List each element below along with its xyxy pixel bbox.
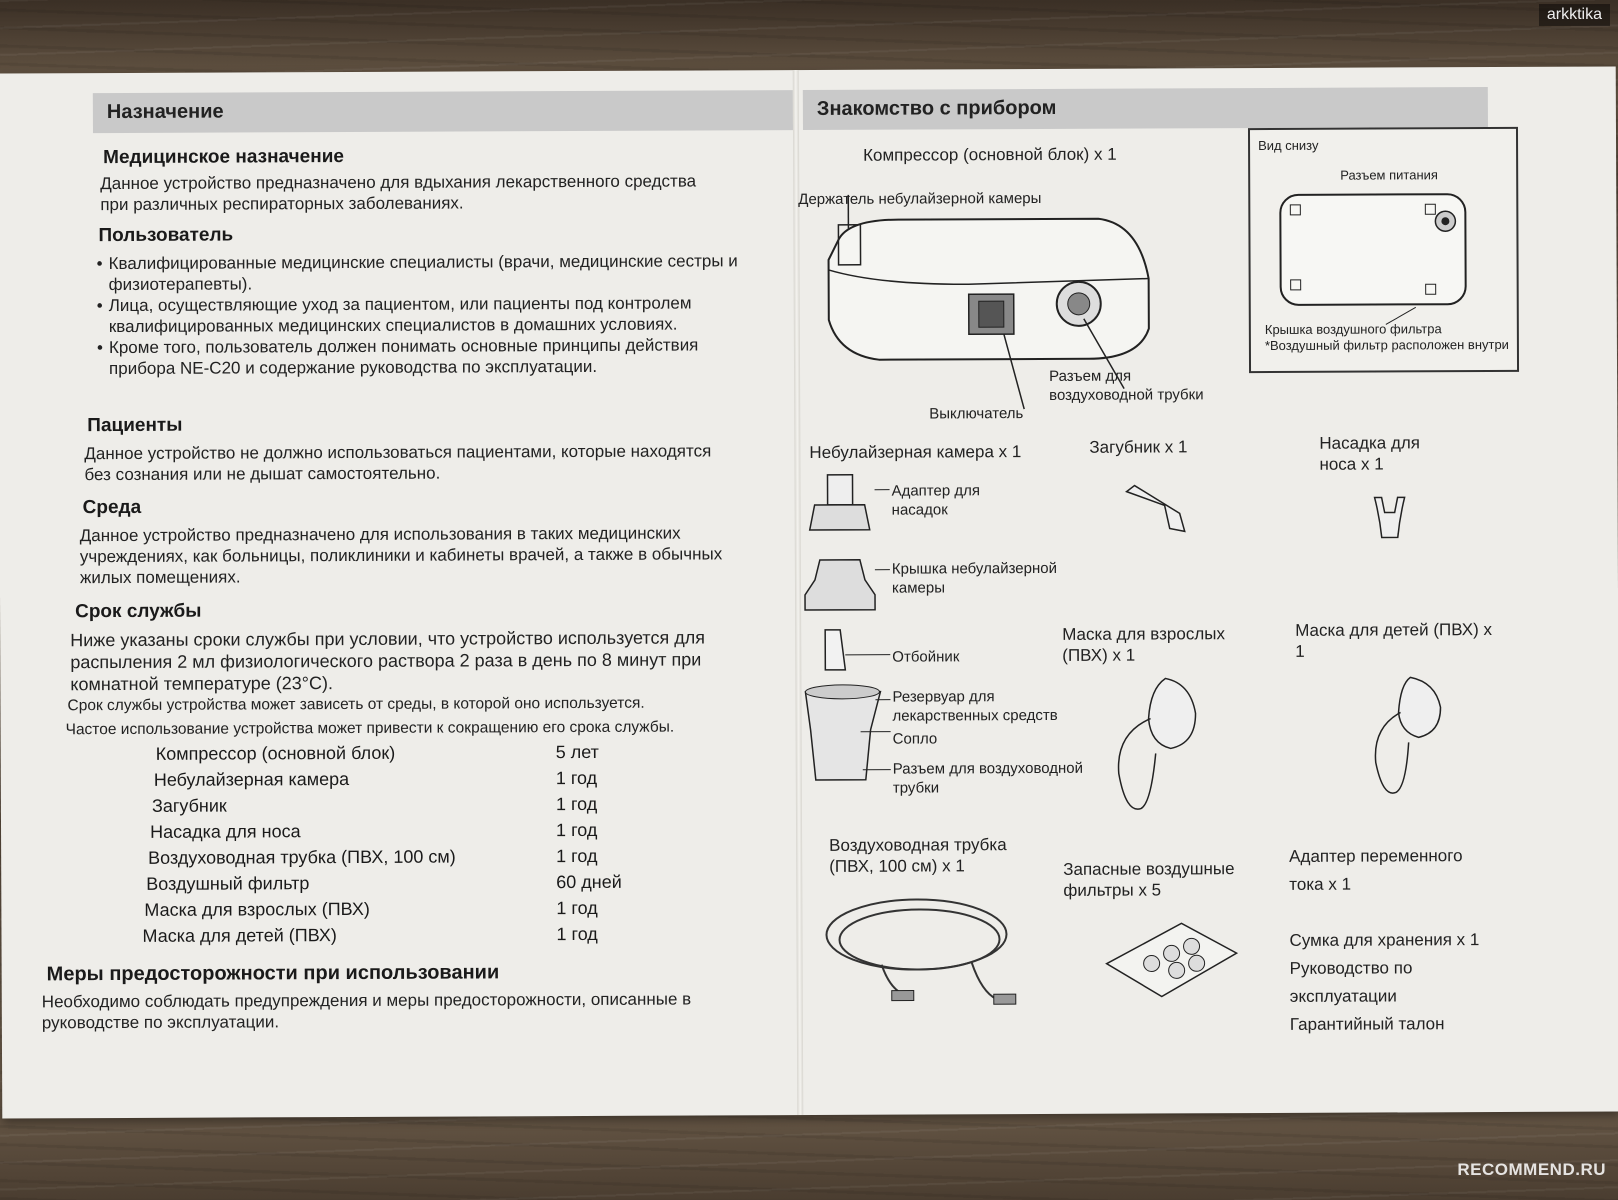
spare-filters-illustration — [1105, 922, 1239, 998]
filter-note: *Воздушный фильтр расположен внутри — [1264, 336, 1509, 354]
accessory-item: Гарантийный талон — [1289, 1014, 1445, 1034]
service-life-period: 1 год — [555, 767, 598, 788]
spare-filters-label: Запасные воздушные фильтры x 5 — [1063, 859, 1235, 900]
service-life-row: Воздуховодная трубка (ПВХ, 100 см) 1 год — [136, 843, 622, 871]
nebulizer-title: Небулайзерная камера x 1 — [809, 442, 1022, 462]
nose-piece-label: Насадка для носа x 1 — [1319, 433, 1421, 474]
holder-label: Держатель небулайзерной камеры — [798, 189, 1042, 209]
service-life-period: 1 год — [555, 793, 598, 814]
nose-piece-illustration — [1373, 496, 1406, 539]
filter-cover-label: Крышка воздушного фильтра — [1264, 321, 1442, 338]
service-life-item: Маска для детей (ПВХ) — [142, 924, 337, 946]
user-title: Пользователь — [98, 224, 234, 247]
switch-label: Выключатель — [929, 405, 1024, 423]
tube-port-label: Разъем для воздуховодной трубки — [892, 759, 1084, 797]
precautions-text: Необходимо соблюдать предупреждения и ме… — [41, 989, 692, 1033]
service-life-period: 60 дней — [556, 871, 622, 892]
service-life-item: Воздуховодная трубка (ПВХ, 100 см) — [148, 846, 456, 868]
patients-text: Данное устройство не должно использовать… — [84, 441, 712, 485]
service-life-item: Компрессор (основной блок) — [155, 742, 396, 764]
service-life-row: Загубник 1 год — [136, 791, 622, 819]
adult-mask-label: Маска для взрослых (ПВХ) x 1 — [1062, 624, 1225, 665]
nebulizer-parts-illustration — [804, 474, 891, 781]
service-life-period: 5 лет — [555, 741, 599, 762]
power-connector-label: Разъем питания — [1340, 167, 1438, 183]
service-life-period: 1 год — [556, 923, 598, 944]
child-mask-label: Маска для детей (ПВХ) x 1 — [1295, 620, 1493, 661]
accessories-list: Адаптер переменного тока x 1 Сумка для х… — [1289, 842, 1480, 1039]
child-mask-illustration — [1374, 676, 1442, 794]
service-life-period: 1 год — [556, 897, 598, 918]
user-bullet: Кроме того, пользователь должен понимать… — [97, 334, 762, 379]
chamber-cover-label: Крышка небулайзерной камеры — [891, 559, 1057, 597]
bottom-view-title: Вид снизу — [1258, 137, 1319, 154]
service-life-row: Маска для взрослых (ПВХ) 1 год — [136, 895, 622, 923]
accessory-item: Адаптер переменного тока x 1 — [1289, 846, 1463, 894]
service-life-item: Насадка для носа — [149, 820, 301, 842]
air-tube-illustration — [825, 898, 1017, 1005]
watermark-bottom: RECOMMEND.RU — [1457, 1160, 1606, 1179]
medical-text: Данное устройство предназначено для вдых… — [100, 171, 697, 215]
service-life-row: Воздушный фильтр 60 дней — [136, 869, 622, 897]
compressor-label: Компрессор (основной блок) x 1 — [863, 144, 1117, 165]
service-life-item: Маска для взрослых (ПВХ) — [144, 898, 370, 920]
accessory-item: Сумка для хранения x 1 — [1289, 930, 1480, 950]
environment-title: Среда — [82, 496, 142, 519]
accessory-item: Руководство по эксплуатации — [1289, 958, 1413, 1006]
service-life-row: Небулайзерная камера 1 год — [136, 765, 622, 793]
section-header-purpose: Назначение — [92, 90, 793, 134]
adult-mask-illustration — [1117, 677, 1197, 810]
medical-title: Медицинское назначение — [103, 146, 344, 169]
service-life-title: Срок службы — [75, 600, 202, 623]
adapter-label: Адаптер для насадок — [891, 482, 981, 519]
right-page: Знакомство с прибором Компрессор (основн… — [798, 67, 1583, 1115]
precautions-title: Меры предосторожности при использовании — [46, 961, 500, 986]
patients-title: Пациенты — [87, 414, 183, 437]
user-bullets: Квалифицированные медицинские специалист… — [97, 250, 763, 379]
nozzle-label: Сопло — [892, 730, 938, 748]
user-bullet: Квалифицированные медицинские специалист… — [97, 250, 762, 295]
baffle-label: Отбойник — [892, 648, 960, 666]
service-life-row: Компрессор (основной блок) 5 лет — [136, 739, 622, 767]
service-life-item: Воздушный фильтр — [146, 872, 310, 894]
air-tube-label: Воздуховодная трубка (ПВХ, 100 см) x 1 — [829, 835, 1007, 876]
service-life-period: 1 год — [556, 845, 598, 866]
bottom-view-illustration — [1279, 193, 1467, 325]
reservoir-label: Резервуар для лекарственных средств — [892, 688, 1058, 725]
left-page: Назначение Медицинское назначение Данное… — [42, 70, 798, 1118]
mouthpiece-illustration — [1125, 484, 1186, 533]
service-life-row: Маска для детей (ПВХ) 1 год — [136, 921, 622, 949]
service-life-item: Загубник — [151, 795, 227, 816]
service-life-item: Небулайзерная камера — [153, 768, 350, 790]
watermark-top: arkktika — [1538, 4, 1610, 26]
service-life-period: 1 год — [555, 819, 598, 840]
compressor-illustration — [827, 194, 1150, 410]
user-bullet: Лица, осуществляющие уход за пациентом, … — [97, 292, 762, 337]
service-life-note-2: Частое использование устройства может пр… — [65, 718, 675, 739]
service-life-row: Насадка для носа 1 год — [136, 817, 622, 845]
service-life-note-1: Срок службы устройства может зависеть от… — [67, 694, 645, 715]
bottom-view-inset: Вид снизу Разъем питания Крышка воздушно… — [1247, 126, 1520, 374]
service-life-text: Ниже указаны сроки службы при условии, ч… — [70, 627, 705, 695]
section-header-device: Знакомство с прибором — [802, 87, 1488, 131]
instruction-booklet: Назначение Медицинское назначение Данное… — [0, 66, 1618, 1119]
air-port-label: Разъем для воздуховодной трубки — [1049, 367, 1204, 404]
environment-text: Данное устройство предназначено для испо… — [79, 523, 723, 588]
mouthpiece-label: Загубник x 1 — [1089, 437, 1188, 457]
